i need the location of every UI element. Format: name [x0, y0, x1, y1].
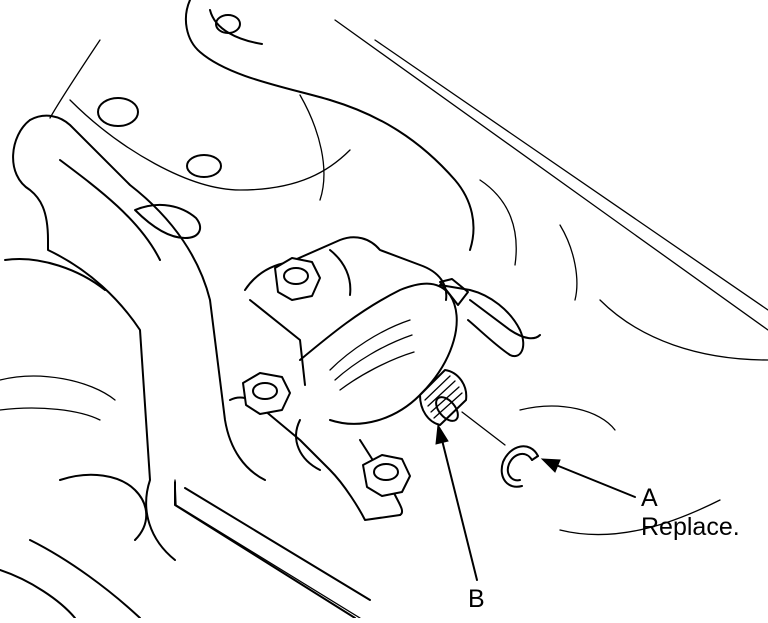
leader-a [540, 458, 636, 498]
callout-a-note: Replace. [641, 513, 740, 541]
shaft-centerline [461, 411, 506, 446]
upper-housing [69, 0, 475, 251]
bolt-hole-1 [97, 97, 139, 127]
flange-bolts [242, 257, 411, 497]
leader-b [435, 423, 478, 581]
bolt-hole-3 [215, 14, 241, 34]
subframe-bracket [0, 39, 371, 619]
callout-a-letter: A [641, 484, 658, 512]
bearing-support [229, 236, 541, 521]
shaft-spline [419, 369, 468, 426]
callout-b-letter: B [468, 585, 485, 613]
snap-ring [500, 445, 539, 488]
bolt-lower [362, 454, 411, 497]
bolt-middle [242, 372, 291, 415]
bolt-hole-2 [186, 154, 222, 178]
transmission-case [334, 19, 768, 536]
bolt-upper [274, 257, 321, 301]
